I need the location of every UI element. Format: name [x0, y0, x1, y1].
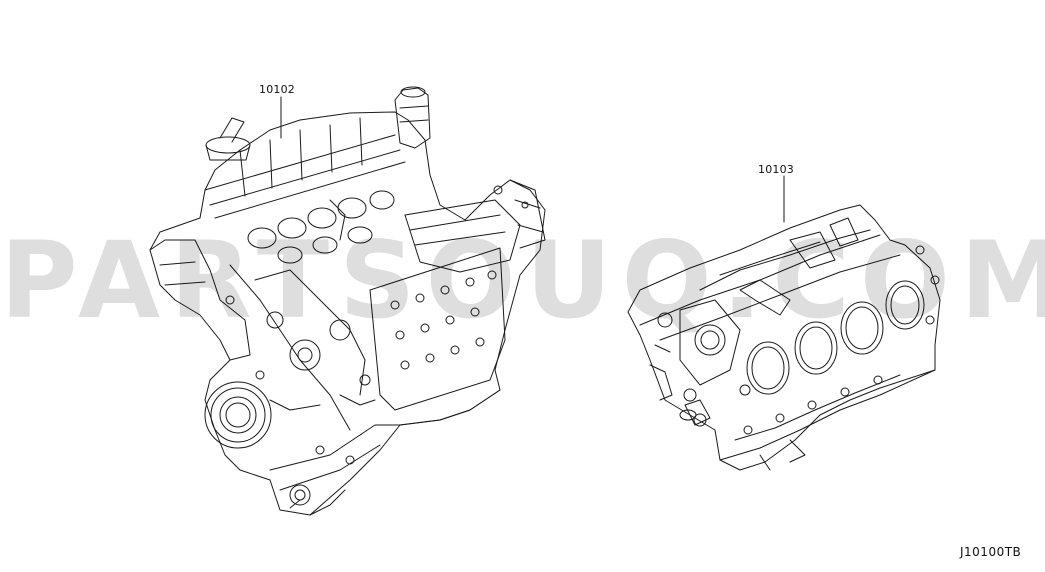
- complete-engine-drawing[interactable]: [149, 86, 546, 516]
- cylinder-block-drawing[interactable]: [627, 204, 941, 471]
- callout-10102[interactable]: 10102: [259, 83, 295, 96]
- diagram-code: J10100TB: [960, 545, 1022, 559]
- callout-10103[interactable]: 10103: [758, 163, 794, 176]
